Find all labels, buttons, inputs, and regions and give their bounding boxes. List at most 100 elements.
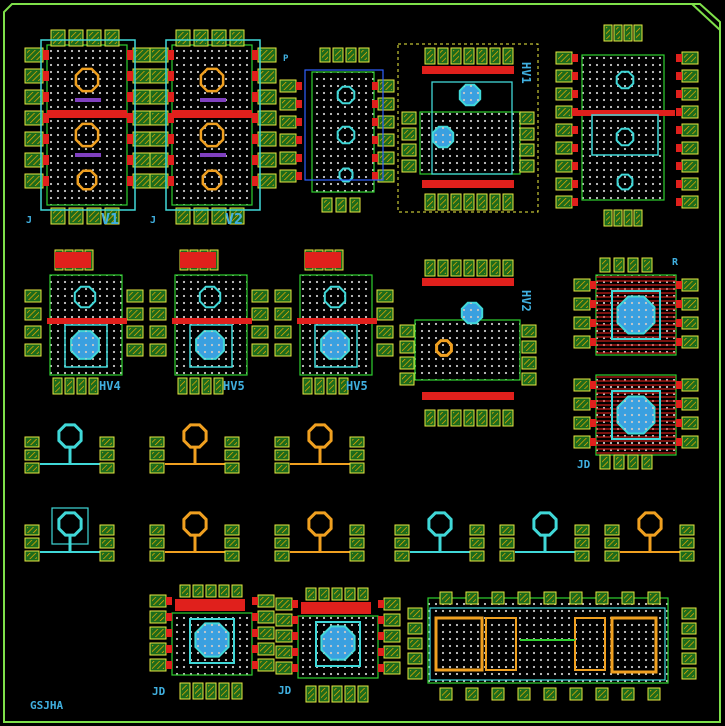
octagon-ring	[57, 423, 83, 449]
bond-pad-hatch	[129, 346, 141, 354]
bond-pad-hatch	[135, 92, 149, 102]
bond-pad-hatch	[440, 412, 446, 424]
bond-pad-hatch	[308, 688, 314, 700]
red-implant	[292, 632, 298, 640]
red-implant	[676, 419, 682, 427]
bond-pad-hatch	[607, 540, 617, 546]
bond-pad-hatch	[558, 108, 570, 116]
bond-pad-hatch	[684, 625, 694, 632]
bond-pad-hatch	[208, 587, 214, 595]
sensor-octagon-dots	[321, 331, 349, 359]
bond-pad-hatch	[492, 50, 498, 62]
bond-pad-hatch	[107, 210, 117, 222]
bond-pad-hatch	[27, 134, 41, 144]
bond-pad-hatch	[386, 648, 398, 656]
ring-r2c1	[24, 507, 115, 562]
red-implant	[590, 438, 596, 446]
bond-pad-hatch	[152, 134, 166, 144]
red-implant	[378, 616, 384, 624]
red-implant	[297, 318, 377, 324]
red-implant	[43, 134, 49, 144]
octagon-ring	[307, 423, 333, 449]
bond-pad-hatch	[135, 176, 149, 186]
bond-pad-hatch	[576, 400, 588, 408]
bond-pad-hatch	[27, 328, 39, 336]
bond-pad-hatch	[227, 439, 237, 445]
bond-pad-hatch	[684, 108, 696, 116]
bond-pad-hatch	[178, 32, 188, 44]
bond-pad-hatch	[152, 292, 164, 300]
red-implant	[372, 82, 378, 90]
ring-r1c3	[274, 423, 365, 474]
bond-pad-hatch	[27, 439, 37, 445]
label-marker-r: R	[672, 257, 679, 268]
bond-pad-hatch	[577, 540, 587, 546]
bond-pad-hatch	[616, 212, 620, 224]
bond-pad-hatch	[102, 553, 112, 559]
outline	[431, 81, 513, 175]
bond-pad-hatch	[427, 196, 433, 208]
red-implant	[590, 338, 596, 346]
bond-pad-hatch	[397, 553, 407, 559]
bond-pad-hatch	[402, 359, 412, 367]
bond-pad-hatch	[576, 281, 588, 289]
bond-pad-hatch	[684, 400, 696, 408]
bond-pad-hatch	[152, 527, 162, 533]
red-implant	[372, 118, 378, 126]
bond-pad-hatch	[386, 600, 398, 608]
bond-pad-hatch	[352, 439, 362, 445]
bond-pad-hatch	[684, 281, 696, 289]
bond-pad-hatch	[352, 527, 362, 533]
red-implant	[47, 318, 127, 324]
bond-pad-hatch	[227, 553, 237, 559]
red-implant	[172, 318, 252, 324]
device-hv6	[274, 249, 394, 395]
bond-pad-hatch	[260, 113, 274, 123]
bond-pad-hatch	[684, 180, 696, 188]
bond-pad-hatch	[440, 262, 446, 274]
bond-pad-hatch	[466, 412, 472, 424]
bond-pad-hatch	[598, 690, 606, 698]
red-implant	[572, 126, 578, 134]
bond-pad-hatch	[410, 625, 420, 632]
bond-pad-hatch	[152, 613, 164, 621]
bond-pad-hatch	[254, 292, 266, 300]
red-implant	[127, 155, 133, 165]
bond-pad-hatch	[624, 690, 632, 698]
bond-pad-hatch	[522, 114, 532, 122]
bond-pad-hatch	[379, 328, 391, 336]
bond-pad-hatch	[380, 136, 392, 144]
red-implant	[168, 71, 174, 81]
red-implant	[676, 72, 682, 80]
device-v1	[24, 29, 152, 225]
bond-pad-hatch	[466, 262, 472, 274]
sensor-octagon-dots	[195, 623, 229, 657]
bond-pad-hatch	[102, 452, 112, 458]
bond-pad-hatch	[468, 690, 476, 698]
bond-pad-hatch	[152, 553, 162, 559]
outline	[40, 39, 136, 211]
octagon-ring	[532, 511, 558, 537]
bond-pad-hatch	[522, 130, 532, 138]
bond-pad-hatch	[277, 465, 287, 471]
bond-pad-hatch	[624, 594, 632, 602]
bond-pad-hatch	[607, 553, 617, 559]
red-implant	[296, 172, 302, 180]
bond-pad-hatch	[135, 50, 149, 60]
red-implant	[676, 162, 682, 170]
device-jd-bottom-left	[149, 584, 275, 700]
octagon-ring	[76, 169, 98, 191]
bond-pad-hatch	[27, 176, 41, 186]
bond-pad-hatch	[380, 82, 392, 90]
red-implant	[166, 613, 172, 621]
bond-pad-hatch	[227, 527, 237, 533]
bond-pad-hatch	[102, 527, 112, 533]
bond-pad-hatch	[576, 438, 588, 446]
octagon-ring	[199, 122, 225, 148]
outline	[429, 607, 666, 681]
bond-pad-hatch	[630, 260, 636, 270]
bond-pad-hatch	[644, 457, 650, 467]
outline	[434, 616, 484, 672]
bond-pad-hatch	[453, 196, 459, 208]
red-implant	[47, 110, 127, 118]
